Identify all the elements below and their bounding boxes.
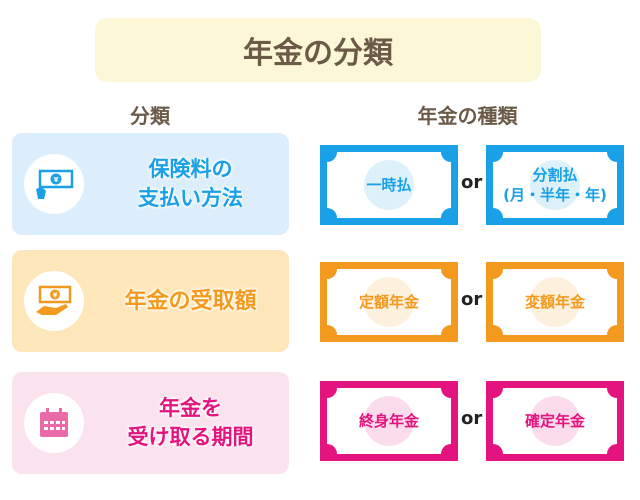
option-label: 変額年金 <box>524 293 585 311</box>
svg-text:¥: ¥ <box>53 292 58 300</box>
category-payment-method: ¥ 保険料の支払い方法 <box>12 133 289 235</box>
option-label: 一時払 <box>366 176 412 194</box>
option-note: 分割払 (月・半年・年) <box>486 145 624 225</box>
option-label: 分割払 <box>532 166 578 184</box>
category-benefit-period: 年金を受け取る期間 <box>12 372 289 474</box>
svg-text:¥: ¥ <box>54 176 59 184</box>
category-label-line: 年金を <box>159 396 222 420</box>
or-label: or <box>461 289 483 310</box>
option-note: 確定年金 <box>486 381 624 461</box>
types-header: 年金の種類 <box>417 104 518 128</box>
category-label-line: 支払い方法 <box>138 186 243 210</box>
category-label-line: 年金の受取額 <box>124 288 257 314</box>
or-label: or <box>461 408 483 429</box>
category-label-line: 保険料の <box>148 157 233 181</box>
yen-bill-hand-icon: ¥ <box>24 154 84 214</box>
yen-bill-receive-icon: ¥ <box>24 271 84 331</box>
option-note: 定額年金 <box>320 262 458 342</box>
option-label: 終身年金 <box>358 412 419 430</box>
or-label: or <box>461 172 483 193</box>
calendar-icon <box>24 393 84 453</box>
option-sublabel: (月・半年・年) <box>503 186 607 204</box>
option-label: 確定年金 <box>524 412 585 430</box>
category-benefit-amount: ¥ 年金の受取額 <box>12 250 289 352</box>
category-header: 分類 <box>130 104 170 128</box>
option-note: 一時払 <box>320 145 458 225</box>
page-title: 年金の分類 <box>95 18 541 82</box>
option-note: 変額年金 <box>486 262 624 342</box>
option-note: 終身年金 <box>320 381 458 461</box>
option-label: 定額年金 <box>358 293 419 311</box>
category-label-line: 受け取る期間 <box>127 425 254 449</box>
